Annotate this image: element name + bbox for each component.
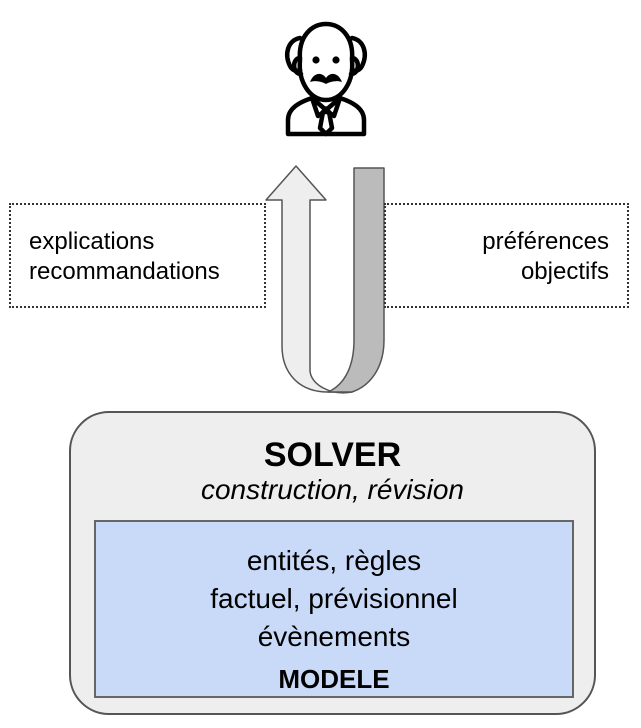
label-line-preferences: préférences [482,228,609,255]
input-label-box: préférences objectifs [384,203,629,308]
label-line-objectifs: objectifs [520,258,609,285]
model-line-events: évènements [257,621,411,652]
circular-arrow-icon [265,165,385,394]
elderly-man-icon [285,21,367,137]
label-line-explications: explications [29,228,155,255]
model-line-entities: entités, règles [246,545,422,576]
model-box: entités, règles factuel, prévisionnel év… [94,520,574,698]
solver-subtitle: construction, révision [200,474,464,505]
label-line-recommandations: recommandations [29,258,220,285]
model-content: entités, règles factuel, prévisionnel év… [96,542,572,656]
model-line-factual: factuel, prévisionnel [210,583,458,614]
feedback-label-box: explications recommandations [9,203,266,308]
solver-box: SOLVER construction, révision entités, r… [69,411,596,715]
model-title: MODELE [278,664,390,694]
solver-title: SOLVER [263,436,402,474]
